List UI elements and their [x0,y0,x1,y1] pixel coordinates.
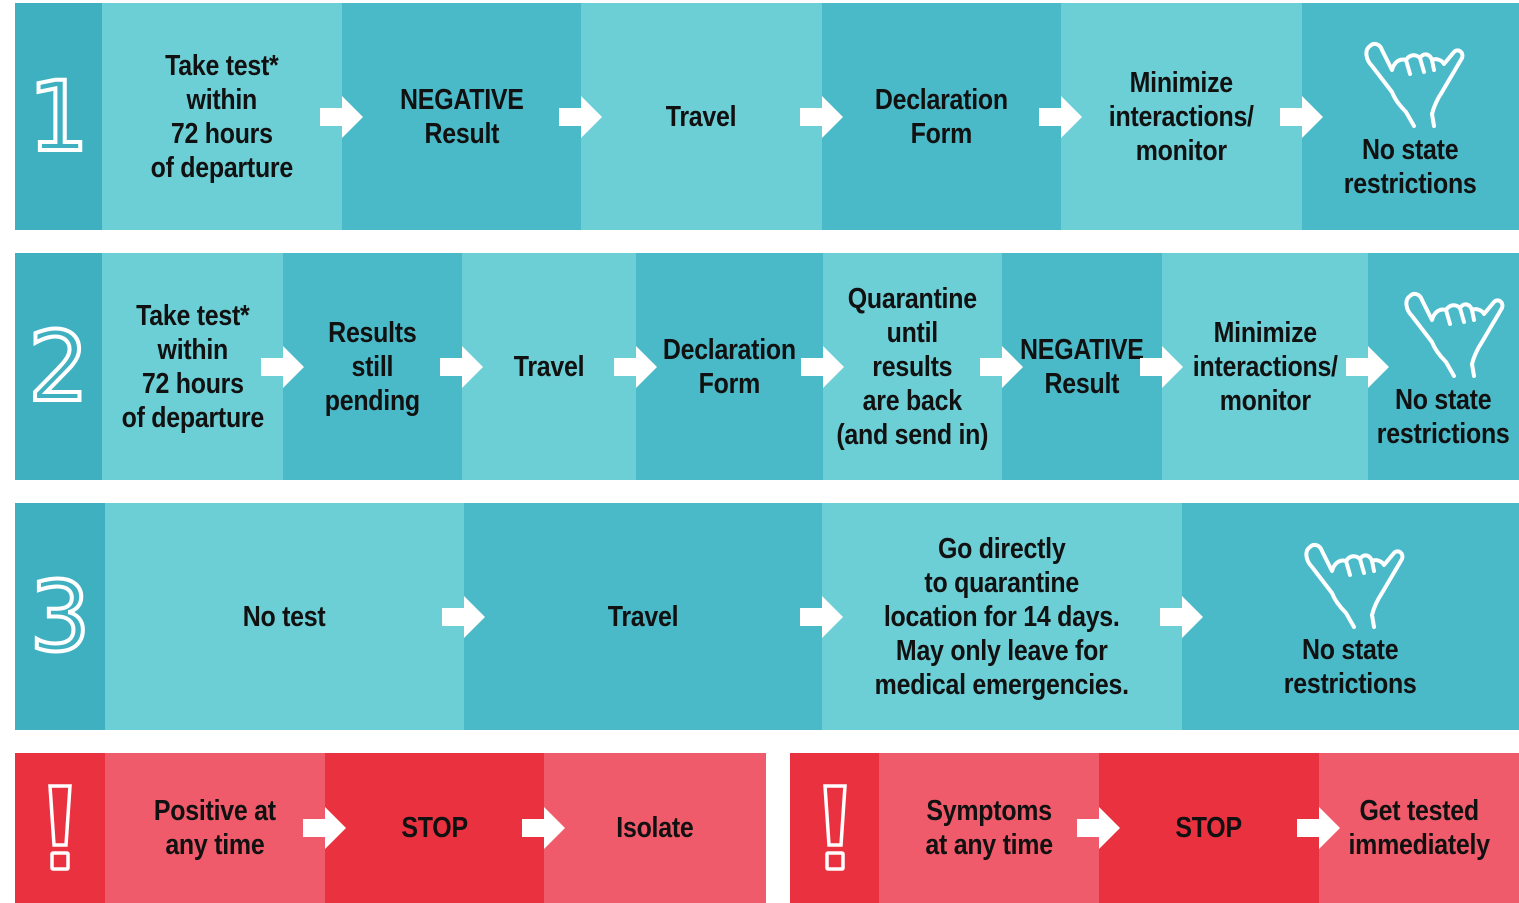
alert-icon-panel [790,753,879,903]
exclamation-icon [48,784,72,871]
step-go-directly-to-quarantine: Go directly to quarantine location for 1… [822,503,1182,730]
row-number-3: 3 [15,503,105,730]
step-negative-result: NEGATIVE Result [1002,253,1162,480]
step-stop: STOP [1099,753,1319,903]
flow-row-1: 1 Take test* within 72 hours of departur… [15,3,1519,230]
flow-arrow-icon [303,807,346,849]
alert-row-positive: Positive at any time STOP Isolate [15,753,766,903]
flow-row-3: 3 No test Travel Go directly to quaranti… [15,503,1519,730]
step-results-pending: Results still pending [283,253,462,480]
flow-arrow-icon [980,345,1023,388]
step-label: Travel [607,600,679,633]
row-number-label: 3 [27,560,92,673]
step-isolate: Isolate [544,753,766,903]
step-label: Declaration Form [662,333,797,400]
flow-row-2: 2 Take test* within 72 hours of departur… [15,253,1519,480]
step-label: Positive at any time [154,795,276,861]
step-label: Symptoms at any time [925,795,1053,861]
flow-arrow-icon [522,807,565,849]
shaka-hand-icon [1364,41,1465,128]
step-label: Declaration Form [874,83,1009,150]
step-no-state-restrictions: No state restrictions [1368,253,1519,480]
shaka-hand-icon [1304,542,1405,629]
shaka-hand-icon [1404,291,1505,378]
step-travel: Travel [462,253,636,480]
step-label: Take test* within 72 hours of departure [121,299,264,434]
flow-arrow-icon [1160,595,1203,638]
step-label: Results still pending [324,316,421,417]
exclamation-icon [822,784,847,871]
row-number-1: 1 [15,3,102,230]
flow-arrow-icon [1039,95,1082,138]
step-label: Isolate [616,812,694,844]
row-number-2: 2 [15,253,102,480]
step-declaration-form: Declaration Form [822,3,1061,230]
step-label: NEGATIVE Result [1020,333,1144,400]
step-label: No state restrictions [1377,383,1510,450]
alert-row-symptoms: Symptoms at any time STOP Get tested imm… [790,753,1519,903]
step-take-test: Take test* within 72 hours of departure [102,253,283,480]
step-symptoms-any-time: Symptoms at any time [879,753,1099,903]
step-take-test: Take test* within 72 hours of departure [102,3,342,230]
step-label: STOP [401,812,468,844]
step-positive-any-time: Positive at any time [105,753,325,903]
step-label: Minimize interactions/ monitor [1192,316,1338,417]
step-no-test: No test [105,503,464,730]
flow-arrow-icon [800,595,843,638]
flow-arrow-icon [261,345,304,388]
step-declaration-form: Declaration Form [636,253,823,480]
row-number-label: 1 [26,60,91,173]
step-get-tested-immediately: Get tested immediately [1319,753,1519,903]
flow-arrow-icon [320,95,363,138]
step-label: Minimize interactions/ monitor [1109,66,1254,167]
step-minimize-interactions: Minimize interactions/ monitor [1162,253,1368,480]
step-label: Go directly to quarantine location for 1… [874,532,1130,701]
step-quarantine-until-results: Quarantine until results are back (and s… [823,253,1002,480]
flow-arrow-icon [800,95,843,138]
step-label: Take test* within 72 hours of departure [150,49,294,184]
flow-arrow-icon [1297,807,1340,849]
flow-arrow-icon [614,345,657,388]
flow-arrow-icon [1346,345,1389,388]
step-minimize-interactions: Minimize interactions/ monitor [1061,3,1302,230]
alert-icon-panel [15,753,105,903]
flow-arrow-icon [440,345,483,388]
step-stop: STOP [325,753,544,903]
step-label: NEGATIVE Result [399,83,524,150]
flow-arrow-icon [1077,807,1120,849]
flow-arrow-icon [1140,345,1183,388]
flow-arrow-icon [442,595,485,638]
step-label: Quarantine until results are back (and s… [836,282,989,451]
step-negative-result: NEGATIVE Result [342,3,581,230]
step-label: Get tested immediately [1348,795,1490,861]
step-label: No state restrictions [1344,133,1477,200]
step-no-state-restrictions: No state restrictions [1182,503,1519,730]
step-label: Travel [513,350,585,383]
flow-arrow-icon [559,95,602,138]
step-label: No state restrictions [1284,633,1417,700]
step-label: STOP [1175,812,1243,844]
step-label: No test [243,600,326,633]
row-number-label: 2 [26,310,91,423]
step-label: Travel [666,100,737,133]
step-travel: Travel [464,503,822,730]
flow-arrow-icon [801,345,844,388]
step-travel: Travel [581,3,822,230]
flow-arrow-icon [1280,95,1323,138]
